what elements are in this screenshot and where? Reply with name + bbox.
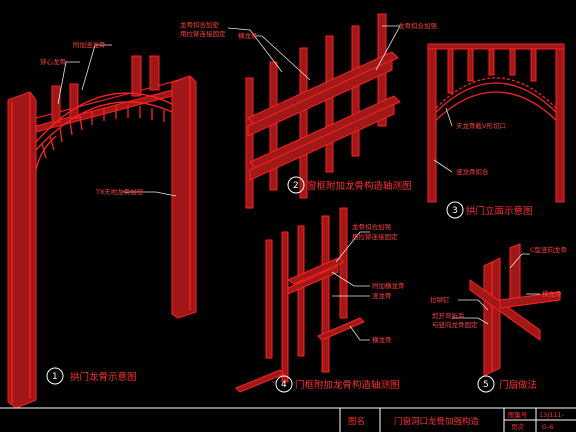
figure-4-door-frame: 龙骨扣合加强 用拉铆连接固定 附加横龙骨 竖龙骨 横龙骨 4 门框附加龙骨构造轴… [235, 207, 405, 393]
fig2-number-circle [287, 176, 305, 194]
title-name-value: 门窗洞口龙骨加强构造 [394, 416, 480, 427]
fig5-caption: 门扇做法 [499, 379, 537, 391]
fig2-caption: 窗框附加龙骨构造轴测图 [307, 180, 412, 192]
fig5-horizontal-stud [469, 279, 541, 341]
fig4-caption: 门框附加龙骨构造轴测图 [295, 379, 400, 391]
fig2-number: 2 [293, 181, 299, 191]
fig3-label-vertical-buckle: 竖龙骨扣合 [456, 167, 489, 176]
fig2-upper-beam [247, 51, 399, 125]
fig3-right-post [555, 43, 565, 203]
fig1-number: 1 [52, 372, 58, 382]
title-name-label: 图名 [348, 416, 365, 427]
fig2-label-stud-buckle: 龙骨扣合加密 [180, 20, 220, 29]
title-code-value: 13J111- [539, 411, 565, 419]
fig5-label-horizontal: 横龙骨 [542, 289, 562, 298]
fig4-label-buckle: 龙骨扣合加强 [352, 222, 392, 231]
fig4-label-vertical: 竖龙骨 [372, 291, 392, 300]
title-code-label: 图集号 [508, 410, 528, 419]
fig5-label-cut-bend: 剪开弯折后 [432, 311, 465, 320]
fig4-number: 4 [281, 380, 287, 390]
fig3-arch [435, 82, 557, 113]
fig5-number: 5 [483, 380, 489, 390]
fig1-label-track: T8天地龙骨加密 [95, 187, 144, 196]
fig3-header [427, 43, 565, 50]
fig3-caption: 拱门立面示意图 [466, 205, 533, 217]
title-page-value: G-6 [542, 423, 554, 431]
fig4-label-horizontal: 横龙骨 [372, 335, 392, 344]
fig4-right-jamb [321, 215, 330, 373]
fig4-base-track [235, 369, 285, 393]
fig2-label-rivet-fix: 用拉铆连接固定 [180, 29, 226, 38]
fig1-caption: 拱门龙骨示意图 [70, 371, 137, 383]
fig3-left-post [427, 43, 437, 203]
figure-5-door-leaf: C型竖向龙骨 横龙骨 拉铆钉 剪开弯折后 与竖向龙骨固定 5 门扇做法 [430, 243, 567, 393]
fig4-label-attach-horizontal: 附加横龙骨 [372, 281, 405, 290]
fig5-number-circle [477, 375, 495, 393]
fig4-label-rivet: 用拉铆连接固定 [352, 232, 398, 241]
fig3-label-v-cut: 天龙骨截V形切口 [456, 121, 506, 130]
fig3-number: 3 [452, 206, 458, 216]
title-block: 图名 门窗洞口龙骨加强构造 图集号 13J111- 页次 G-6 [0, 407, 576, 432]
fig4-left-jamb [281, 231, 289, 383]
fig1-arch [35, 92, 173, 143]
fig4-header [286, 257, 346, 285]
fig1-label-attach-stud: 附加竖龙骨 [73, 40, 106, 49]
title-page-label: 页次 [511, 422, 525, 431]
fig2-lower-beam [249, 95, 401, 169]
fig2-label-buckle-dense: 龙骨扣合加强 [398, 21, 438, 30]
fig2-label-horizontal: 横龙骨 [238, 31, 258, 40]
fig1-right-post [171, 75, 197, 319]
fig1-number-circle [46, 367, 64, 385]
figure-1-arch-framing: 附加竖龙骨 穿心龙骨 T8天地龙骨加密 1 拱门龙骨示意图 [7, 40, 197, 409]
fig5-label-rivet-fix: 与竖向龙骨固定 [432, 320, 478, 329]
fig1-label-arc-stud: 穿心龙骨 [40, 57, 66, 66]
figure-2-window-frame: 龙骨扣合加密 用拉铆连接固定 横龙骨 龙骨扣合加强 2 窗框附加龙骨构造轴测图 [180, 13, 438, 209]
fig4-number-circle [275, 375, 293, 393]
fig5-label-c-stud: C型竖向龙骨 [530, 245, 567, 254]
fig5-label-rivet-nail: 拉铆钉 [430, 295, 450, 304]
fig3-number-circle [446, 201, 464, 219]
figure-3-arch-elevation: 天龙骨截V形切口 竖龙骨扣合 3 拱门立面示意图 [427, 43, 565, 219]
